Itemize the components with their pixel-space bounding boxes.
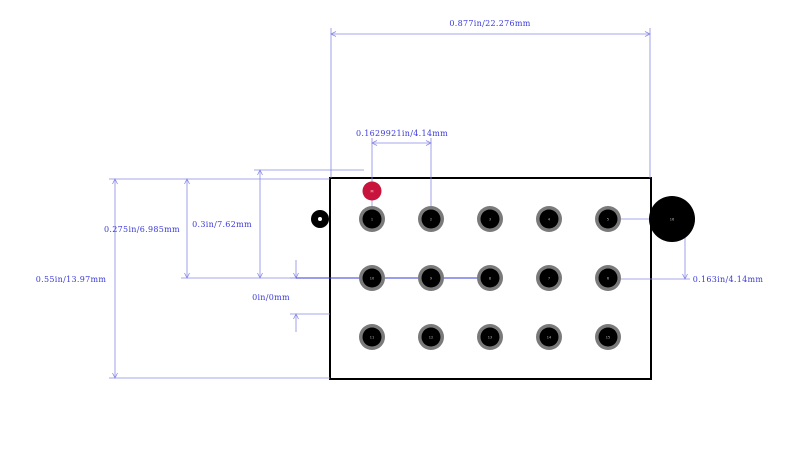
pad: 7: [536, 265, 562, 291]
pad: 14: [536, 324, 562, 350]
component-outline: [329, 177, 652, 380]
zero-offset-dimension: 0in/0mm: [252, 260, 372, 332]
pad-number: 9: [430, 276, 432, 280]
alignment-hole: [311, 210, 329, 228]
pad-row-2: 10 9 8 7 6: [359, 265, 621, 291]
pad-number: 13: [488, 335, 492, 339]
pad: 12: [418, 324, 444, 350]
pad-number: 3: [489, 217, 491, 221]
pad-number: 11: [370, 335, 374, 339]
pad-number: 6: [607, 276, 609, 280]
marker-pad: M: [362, 181, 382, 201]
marker-pad-label: M: [370, 189, 373, 193]
pin-pitch-label: 0.1629921in/4.14mm: [356, 129, 448, 138]
pad: 8: [477, 265, 503, 291]
half-height-label: 0.275in/6.985mm: [104, 225, 180, 234]
pad: 9: [418, 265, 444, 291]
right-offset-label: 0.163in/4.14mm: [693, 275, 764, 284]
pad-number: 12: [429, 335, 433, 339]
row-spacing-dimension: 0.3in/7.62mm: [192, 169, 364, 279]
overall-width-label: 0.877in/22.276mm: [449, 19, 530, 28]
pad: 13: [477, 324, 503, 350]
pad: 1: [359, 206, 385, 232]
pad: 4: [536, 206, 562, 232]
pad: 2: [418, 206, 444, 232]
zero-offset-label: 0in/0mm: [252, 293, 290, 302]
pad: 11: [359, 324, 385, 350]
pad-number: 14: [547, 335, 552, 339]
pad: 5: [595, 206, 621, 232]
pad: 3: [477, 206, 503, 232]
pad-row-3: 11 12 13 14 15: [359, 324, 621, 350]
pad-number: 1: [371, 217, 373, 221]
pad-number: 15: [606, 335, 610, 339]
total-height-label: 0.55in/13.97mm: [36, 275, 107, 284]
row-spacing-label: 0.3in/7.62mm: [192, 220, 252, 229]
pad: 10: [359, 265, 385, 291]
mounting-hole-label: 16: [670, 217, 674, 221]
pad-number: 7: [548, 276, 550, 280]
total-height-dimension: 0.55in/13.97mm: [36, 178, 330, 379]
overall-width-dimension: 0.877in/22.276mm: [330, 19, 651, 178]
pad-number: 8: [489, 276, 491, 280]
pad-number: 2: [430, 217, 432, 221]
pad: 6: [595, 265, 621, 291]
pad-number: 10: [370, 276, 374, 280]
pad-number: 5: [607, 217, 609, 221]
pad-row-1: 1 2 3 4 5: [359, 206, 621, 232]
pin-pitch-dimension: 0.1629921in/4.14mm: [356, 129, 448, 218]
mounting-hole: 16: [649, 196, 695, 242]
pad-number: 4: [548, 217, 551, 221]
pad: 15: [595, 324, 621, 350]
